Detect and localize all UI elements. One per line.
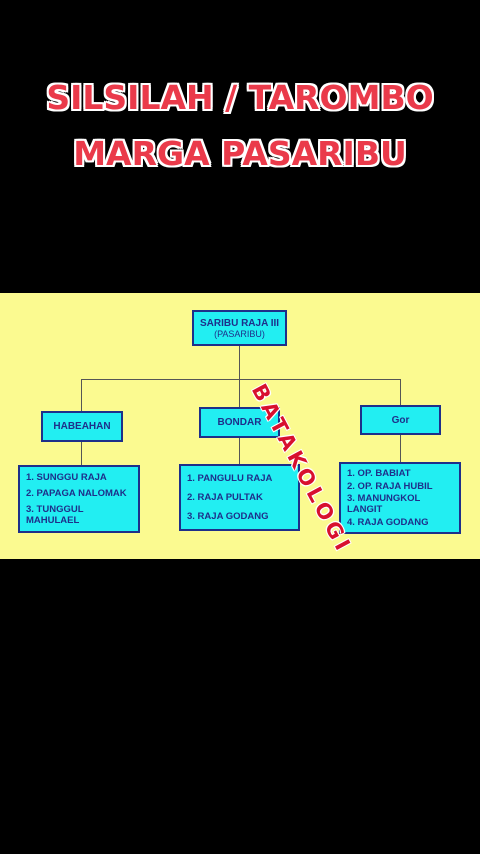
root-name: SARIBU RAJA III [199,317,280,329]
root-connector [239,345,240,379]
list-item: 3. TUNGGUL MAHULAEL [26,503,84,526]
children-list-habeahan: 1. SUNGGU RAJA 2. PAPAGA NALOMAK 3. TUNG… [18,465,140,533]
branch-name: HABEAHAN [53,421,111,432]
branch-node-gor: Gor [360,405,441,435]
connector-gor-children [400,435,401,462]
branch-node-habeahan: HABEAHAN [41,411,123,442]
list-item: 2. OP. RAJA HUBIL [347,480,433,492]
branch-name: Gor [391,414,410,426]
list-item: 1. SUNGGU RAJA [26,472,107,484]
list-item: 2. PAPAGA NALOMAK [26,487,127,499]
list-item: 1. PANGULU RAJA [187,473,273,484]
title-line-2: MARGA PASARIBU [73,134,407,173]
connector-gor [400,379,401,407]
branch-bar [81,379,401,380]
list-item: 2. RAJA PULTAK [187,492,263,503]
list-item: 4. RAJA GODANG [347,517,429,529]
children-list-gor: 1. OP. BABIAT 2. OP. RAJA HUBIL 3. MANUN… [339,462,461,534]
connector-habeahan-children [81,441,82,465]
list-item: 3. RAJA GODANG [187,511,269,522]
branch-name: BONDAR [217,417,262,428]
connector-habeahan [81,379,82,411]
children-list-bondar: 1. PANGULU RAJA 2. RAJA PULTAK 3. RAJA G… [179,464,300,531]
root-subtitle: (PASARIBU) [214,328,265,339]
list-item: 1. OP. BABIAT [347,467,411,479]
connector-bondar [239,379,240,408]
connector-bondar-children [239,438,240,464]
family-tree-panel: SARIBU RAJA III (PASARIBU) HABEAHAN BOND… [0,293,480,559]
root-node: SARIBU RAJA III (PASARIBU) [192,310,287,346]
list-item: 3. MANUNGKOL LANGIT [347,493,421,516]
branch-node-bondar: BONDAR [199,407,280,438]
title-line-1: SILSILAH / TAROMBO [46,78,434,117]
